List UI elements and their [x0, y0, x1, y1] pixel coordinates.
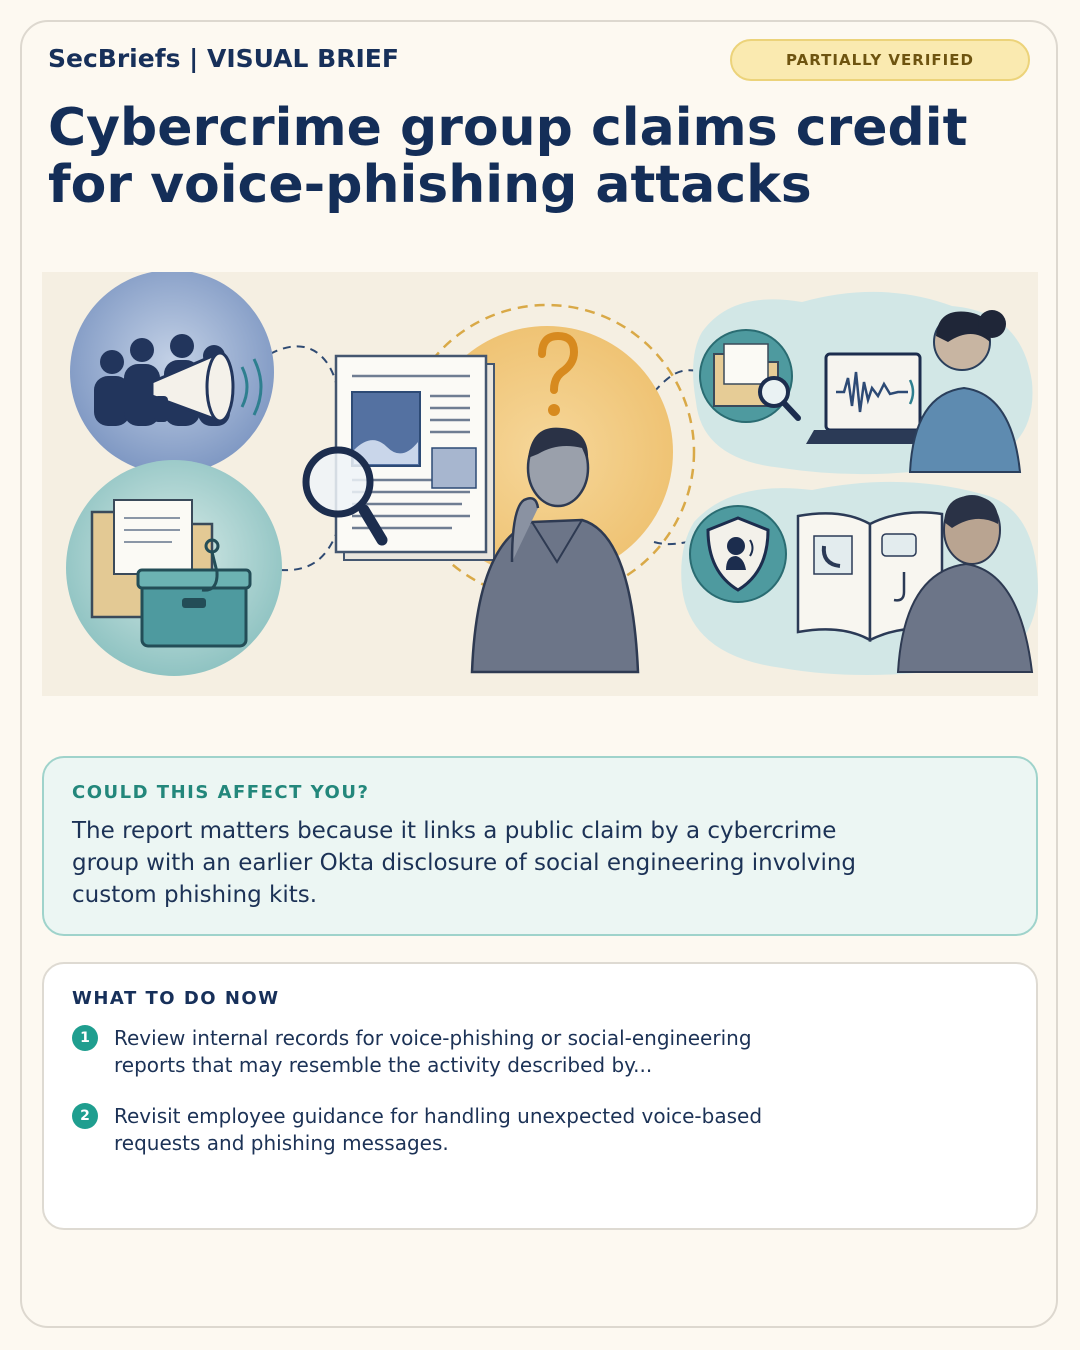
impact-panel: COULD THIS AFFECT YOU? The report matter…	[42, 756, 1038, 936]
action-heading: WHAT TO DO NOW	[72, 988, 280, 1009]
laptop-waveform-icon	[806, 352, 940, 444]
folder-phishing-kit-icon	[66, 460, 282, 676]
shield-voice-icon	[689, 505, 787, 603]
step-number-badge: 2	[72, 1103, 98, 1129]
action-panel: WHAT TO DO NOW 1 Review internal records…	[42, 962, 1038, 1230]
thinking-person-icon	[470, 427, 640, 674]
step-text: Review internal records for voice-phishi…	[114, 1026, 752, 1077]
folder-search-icon	[699, 329, 801, 423]
impact-heading: COULD THIS AFFECT YOU?	[72, 782, 370, 803]
action-step: 1 Review internal records for voice-phis…	[72, 1025, 1008, 1079]
verification-badge: PARTIALLY VERIFIED	[730, 39, 1030, 81]
woman-at-laptop	[908, 310, 1022, 473]
crowd-megaphone-icon	[70, 272, 274, 474]
hero-illustration	[42, 272, 1038, 696]
step-text: Revisit employee guidance for handling u…	[114, 1104, 763, 1155]
step-number-badge: 1	[72, 1025, 98, 1051]
impact-body: The report matters because it links a pu…	[72, 818, 857, 908]
magnifier-icon	[302, 446, 388, 546]
reading-person-icon	[896, 495, 1034, 673]
question-mark-icon	[538, 331, 579, 416]
action-step: 2 Revisit employee guidance for handling…	[72, 1103, 1008, 1157]
page-title: Cybercrime group claims credit for voice…	[48, 98, 968, 215]
brand-label: SecBriefs | VISUAL BRIEF	[48, 44, 399, 73]
